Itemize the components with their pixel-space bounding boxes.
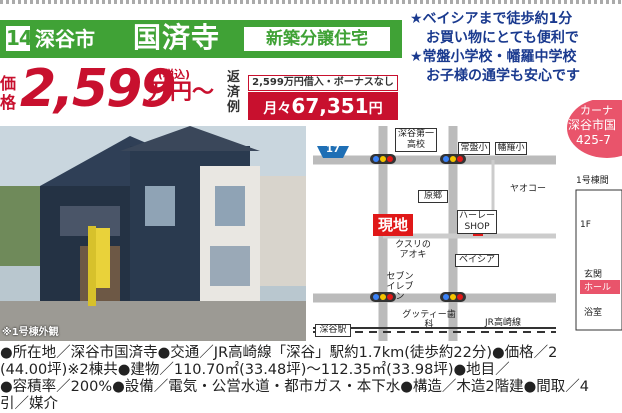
- car-nav-address: 深谷市国: [568, 118, 617, 132]
- photo-caption: ※1号棟外観: [2, 327, 59, 338]
- highlight-line: ★ベイシアまで徒歩約1分: [410, 11, 573, 27]
- monthly-unit: 円: [368, 101, 383, 117]
- location-map: 17 深谷第一高校 常盤小 幡羅小 原郷 ヤオコー ハーレーSHOP 現地 クス…: [313, 126, 556, 341]
- entrance-label: 玄関: [584, 270, 603, 280]
- map-station: 深谷駅: [315, 324, 351, 337]
- map-school-2: 常盤小: [458, 142, 490, 155]
- hall-label: ホール: [584, 283, 612, 293]
- map-school-1: 深谷第一高校: [395, 128, 437, 152]
- map-yaoko: ヤオコー: [509, 184, 546, 194]
- highlight-line: お買い物にとても便利で: [426, 30, 579, 46]
- price-unit: 万円〜: [148, 80, 215, 105]
- map-seven: セブンイレブン: [386, 272, 414, 302]
- top-dashed-rule: [0, 0, 622, 4]
- property-number: 14: [6, 26, 33, 51]
- house-photo: [0, 126, 306, 341]
- floorplan-title: 1号棟間: [576, 176, 609, 186]
- town-name: 国済寺: [133, 21, 221, 54]
- map-kusuri: クスリのアオキ: [395, 240, 431, 260]
- repayment-label: 返済例: [227, 70, 241, 115]
- monthly-payment: 月々67,351円: [248, 92, 398, 120]
- new-house-badge: 新築分譲住宅: [243, 26, 391, 52]
- details-line: ●所在地／深谷市国済寺●交通／JR高崎線「深谷」駅約1.7km(徒歩約22分)●…: [0, 345, 558, 361]
- map-beisia: ベイシア: [455, 254, 499, 267]
- map-roads: [313, 126, 556, 341]
- highlight-line: ★常盤小学校・幡羅中学校: [410, 49, 577, 65]
- side-panel: カーナ 深谷市国 425-7 1号棟間 1F 玄関 ホール 浴室: [562, 100, 622, 341]
- side-panel-shapes: [567, 100, 622, 331]
- highlight-line: お子様の通学も安心です: [426, 68, 580, 84]
- map-guttei: グッティー歯科: [402, 310, 456, 330]
- details-line: ●容積率／200%●設備／電気・公営水道・都市ガス・本下水●構造／木造2階建●間…: [0, 379, 590, 395]
- price-amount: 2,599: [20, 59, 176, 119]
- tax-note: (税込): [158, 68, 191, 81]
- map-site: 現地: [373, 214, 413, 236]
- route-number: 17: [326, 144, 340, 155]
- monthly-prefix: 月々: [263, 101, 292, 117]
- house-illustration: [0, 126, 306, 341]
- map-hara: 原郷: [418, 190, 448, 203]
- map-line: JR高崎線: [485, 318, 521, 328]
- floor-label: 1F: [580, 220, 591, 230]
- car-nav-number: 425-7: [576, 133, 611, 147]
- monthly-amount: 67,351: [291, 94, 369, 118]
- highlights: ★ベイシアまで徒歩約1分 お買い物にとても便利で ★常盤小学校・幡羅中学校 お子…: [410, 10, 622, 86]
- details-line: (44.00坪)※2棟共●建物／110.70㎡(33.48坪)〜112.35㎡(…: [0, 362, 510, 378]
- loan-note: 2,599万円借入・ボーナスなし: [248, 75, 398, 91]
- bath-label: 浴室: [584, 308, 603, 318]
- car-nav-label: カーナ: [580, 104, 613, 117]
- map-school-3: 幡羅小: [495, 142, 527, 155]
- property-details: ●所在地／深谷市国済寺●交通／JR高崎線「深谷」駅約1.7km(徒歩約22分)●…: [0, 345, 622, 413]
- details-line: 引／媒介: [0, 396, 58, 412]
- price-label: 価格: [0, 74, 17, 112]
- map-harley: ハーレーSHOP: [457, 210, 497, 234]
- city-name: 深谷市: [35, 27, 95, 51]
